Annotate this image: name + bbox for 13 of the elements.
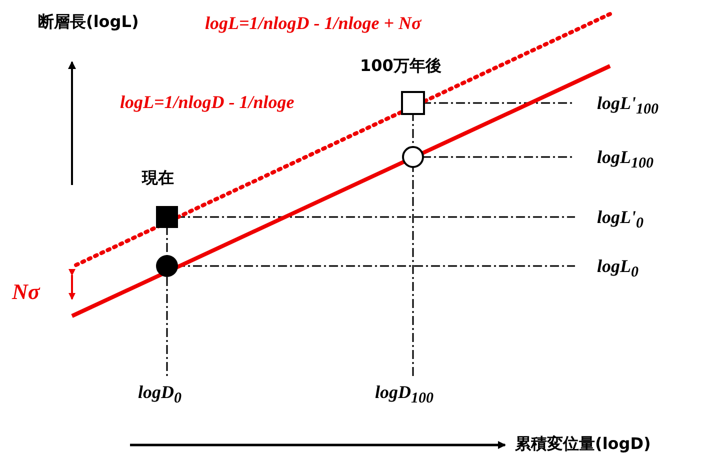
axis-title: 断層長(logL) — [38, 14, 139, 30]
time-label: 現在 — [142, 170, 174, 186]
value-label: logL'$_{0}$ — [597, 208, 644, 232]
equation-label: logL=1/nlogD - 1/nloge + Nσ — [205, 14, 422, 32]
value-label: logL$_{0}$ — [597, 257, 638, 281]
equation-label: logL=1/nlogD - 1/nloge — [120, 93, 294, 111]
dimension-label: Nσ — [12, 281, 40, 303]
value-label: logL'$_{100}$ — [597, 94, 658, 118]
time-label: 100万年後 — [360, 58, 442, 74]
value-label: logD$_{100}$ — [375, 383, 434, 407]
value-label: logD$_{0}$ — [138, 383, 182, 407]
axis-title: 累積変位量(logD) — [515, 436, 651, 452]
value-label: logL$_{100}$ — [597, 148, 654, 172]
